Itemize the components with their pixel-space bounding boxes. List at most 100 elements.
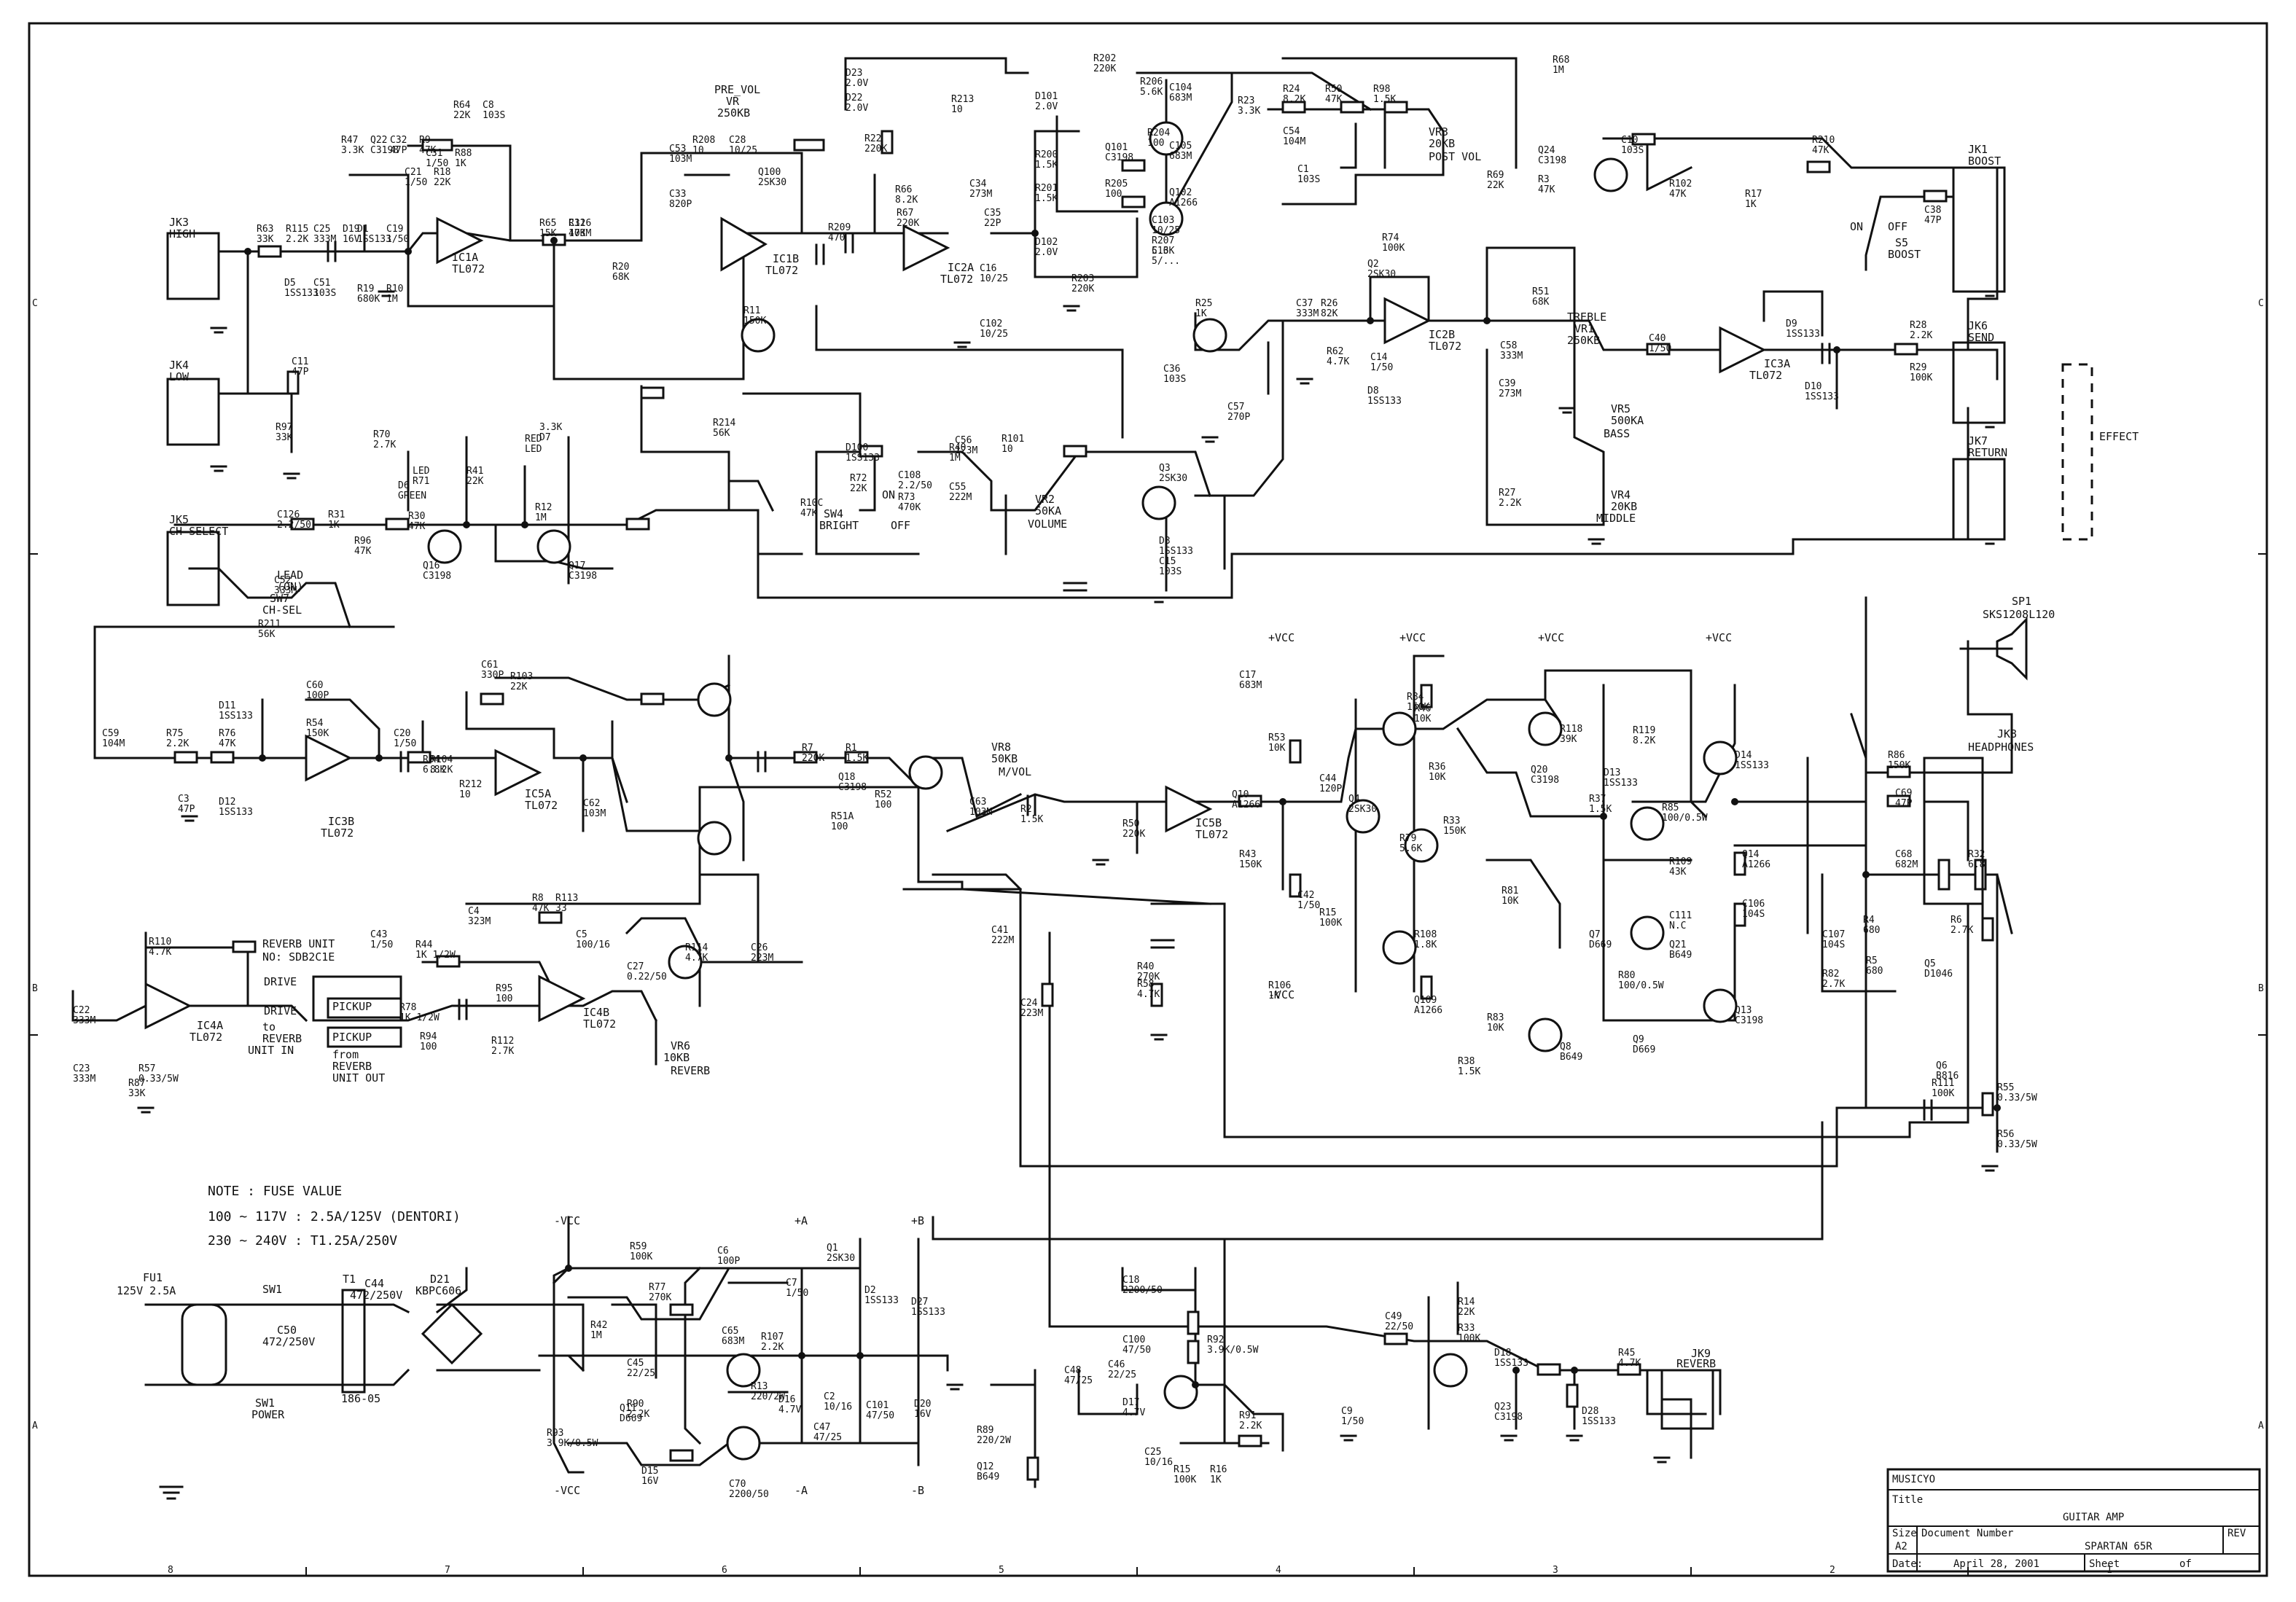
ref-designator: C60 [306, 680, 323, 691]
ref-designator: R214 [713, 418, 735, 429]
zone-row-b-right: B [2258, 983, 2264, 994]
ref-value: 100/0.5W [1662, 813, 1708, 824]
ref-designator: R63 [257, 224, 273, 235]
ref-value: 1/50 [394, 738, 416, 749]
ref-value: C3198 [1735, 1015, 1763, 1026]
ref-designator: D5 [284, 278, 296, 289]
ref-designator: R115 [286, 224, 308, 235]
ref-value: GREEN [398, 491, 426, 501]
ref-value: 0.22/50 [627, 972, 667, 982]
ref-value: 47K [532, 903, 550, 914]
ref-value: 1/50 [1649, 343, 1671, 354]
drive-label-1: DRIVE [264, 975, 297, 988]
ref-value: B816 [1936, 1071, 1959, 1082]
ref-designator: R93 [547, 1428, 563, 1439]
ref-designator: R28 [1910, 320, 1926, 331]
ref-designator: Q6 [1936, 1060, 1948, 1071]
ref-value: 2200/50 [729, 1489, 769, 1500]
zone-row-c: C [32, 298, 38, 309]
zone-row-c-right: C [2258, 298, 2264, 309]
ic3a-label: IC3A [1764, 357, 1790, 370]
transistor-q18 [697, 682, 732, 717]
ref-designator: R65 [539, 218, 556, 229]
ref-designator: R37 [1589, 794, 1606, 805]
ref-value: 1SS133 [284, 288, 319, 299]
ref-designator: C3 [178, 794, 190, 805]
opamp-ic1a [436, 216, 484, 265]
effect-loop-bracket [2061, 363, 2093, 541]
ref-designator: C51 [313, 278, 330, 289]
ref-value: 15K [539, 228, 557, 239]
opamp-ic3a [1719, 326, 1767, 374]
ref-value: B649 [1669, 950, 1692, 961]
ref-value: 22/25 [1108, 1369, 1136, 1380]
ref-designator: R204 [1147, 128, 1170, 138]
ref-designator: R73 [898, 492, 915, 503]
ref-value: 220/2W [751, 1391, 785, 1402]
ref-value: 33 [555, 903, 567, 914]
ref-designator: Q3 [1159, 463, 1171, 474]
ref-value: 5.6K [1399, 843, 1422, 854]
ref-designator: C6 [717, 1246, 729, 1257]
ref-designator: C24 [1020, 998, 1038, 1009]
vr4-label: VR4 [1611, 488, 1631, 501]
ref-value: 33K [257, 234, 274, 245]
ref-value: 33K [276, 432, 293, 443]
ref-value: 56K [258, 629, 276, 640]
ref-designator: R9 [419, 135, 431, 146]
ref-value: 22K [434, 177, 451, 188]
of-label: of [2179, 1558, 2192, 1570]
ref-designator: Q100 [758, 167, 781, 178]
vr6-value: 10KB [663, 1051, 690, 1064]
unit-out-label: UNIT OUT [332, 1071, 385, 1085]
ref-designator: R66 [895, 184, 912, 195]
s5-boost-label: BOOST [1888, 248, 1921, 261]
ref-value: N.C [1669, 921, 1686, 931]
ref-designator: LED [413, 466, 430, 477]
rev-label: REV [2227, 1528, 2246, 1539]
ref-designator: R207 [1152, 235, 1174, 246]
ref-designator: R75 [166, 728, 183, 739]
ref-designator: R88 [455, 148, 472, 159]
ref-value: 150K [1443, 826, 1466, 837]
ref-value: 1SS133 [1582, 1416, 1616, 1427]
ref-designator: R201 [1035, 183, 1058, 194]
ref-designator: C52 [274, 575, 291, 586]
ref-designator: Q12 [977, 1461, 993, 1472]
pickup-label-2: PICKUP [332, 1031, 372, 1044]
ref-designator: C126 [277, 509, 300, 520]
ref-designator: C35 [984, 208, 1001, 219]
ref-value: 323M [468, 916, 491, 927]
ref-value: 1K [1745, 199, 1757, 210]
neg-vcc-bottom: -VCC [554, 1484, 580, 1497]
transformer-part: 186-05 [341, 1392, 380, 1405]
ref-designator: R76 [219, 728, 235, 739]
ref-value: 16V [641, 1476, 659, 1487]
opamp-ic5b [1165, 785, 1213, 833]
ref-designator: C17 [1239, 670, 1256, 681]
ref-value: 22K [1458, 1307, 1475, 1318]
ref-value: 22K [850, 483, 867, 494]
chsel-label: CH-SEL [262, 603, 302, 617]
ref-designator: C26 [751, 942, 768, 953]
ref-designator: C8 [483, 100, 494, 111]
ref-designator: D18 [1494, 1348, 1511, 1359]
zone-row-b: B [32, 983, 38, 994]
c44-value: 472/250V [350, 1289, 402, 1302]
jack-jk3 [166, 232, 220, 300]
ref-designator: R104 [430, 754, 453, 765]
ref-designator: R209 [828, 222, 851, 233]
ref-designator: Q7 [1589, 929, 1601, 940]
ref-designator: R41 [466, 466, 483, 477]
doc-number-label: Document Number [1921, 1528, 2013, 1539]
ref-value: C3198 [1538, 155, 1566, 166]
ref-designator: R58 [1137, 979, 1154, 990]
ic5a-label: IC5A [525, 787, 551, 800]
ref-value: 4.7K [685, 953, 708, 964]
ref-designator: C19 [386, 224, 403, 235]
ref-value: 16V [914, 1409, 932, 1420]
reverb-unit-label: REVERB UNIT [262, 937, 335, 950]
ref-designator: R5 [1866, 956, 1878, 966]
jack-jk1-name: BOOST [1968, 155, 2001, 168]
ref-value: 1/50 [405, 177, 427, 188]
